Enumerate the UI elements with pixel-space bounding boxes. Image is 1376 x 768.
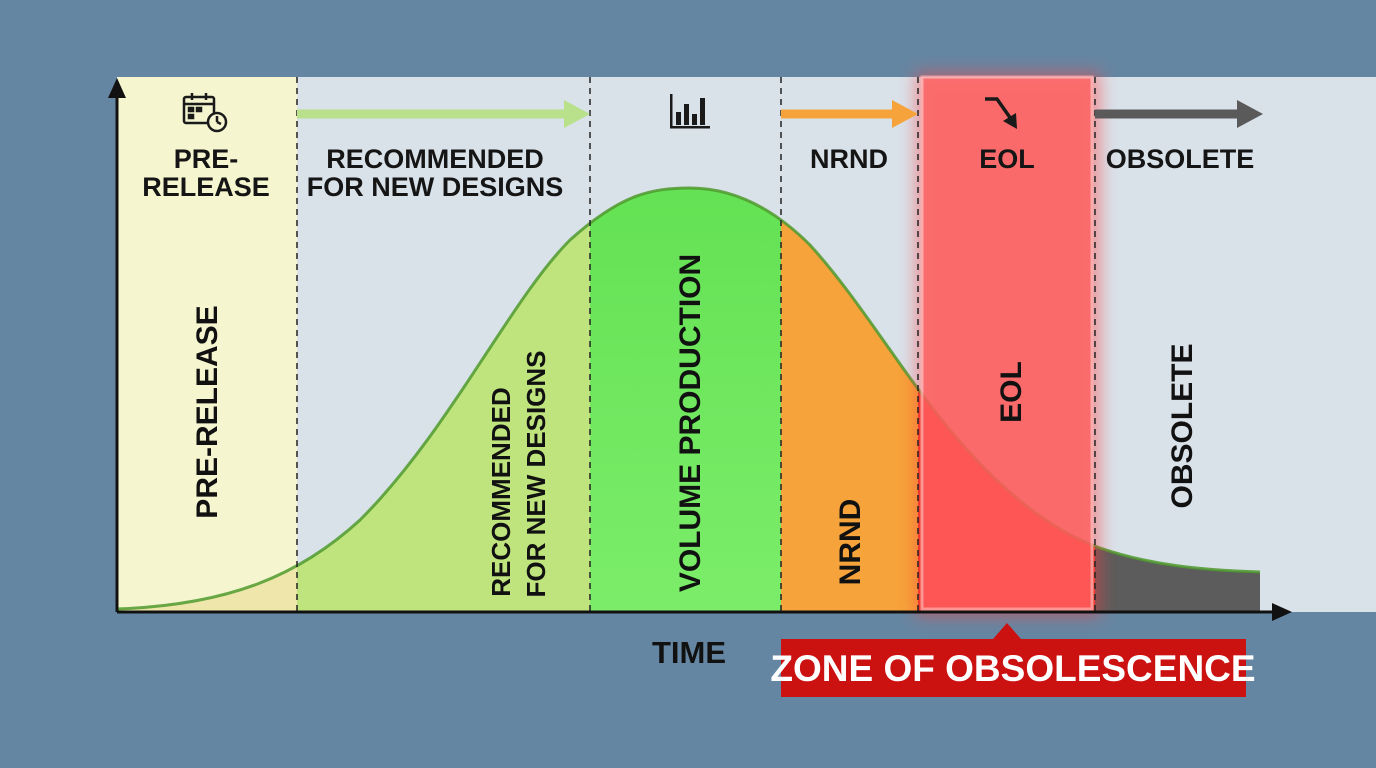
y-axis-arrow (108, 78, 126, 98)
header-nrnd: NRND (810, 144, 888, 174)
arrow-obsolete-head (1237, 100, 1263, 128)
x-axis-arrow (1272, 603, 1292, 621)
header-pre-release-line1: PRE- (174, 144, 239, 174)
x-axis-label: TIME (652, 635, 726, 670)
eol-highlight (920, 75, 1094, 611)
header-arrows (297, 100, 1263, 128)
bar-chart-icon (670, 94, 710, 129)
vertical-pre-release: PRE-RELEASE (191, 305, 224, 518)
header-eol: EOL (979, 144, 1035, 174)
trend-down-arrow-icon (985, 97, 1017, 129)
vertical-nrnd: NRND (834, 499, 867, 586)
vertical-recommended-line1: RECOMMENDED (486, 387, 516, 596)
header-recommended-line1: RECOMMENDED (326, 144, 544, 174)
fill-volume (590, 188, 781, 612)
header-obsolete: OBSOLETE (1106, 144, 1255, 174)
callout-label: ZONE OF OBSOLESCENCE (770, 648, 1255, 689)
stage-dividers (296, 77, 1096, 612)
vertical-eol: EOL (995, 361, 1028, 423)
arrow-nrnd-head (892, 100, 918, 128)
header-recommended-line2: FOR NEW DESIGNS (307, 172, 564, 202)
zone-of-obsolescence-callout: ZONE OF OBSOLESCENCE (770, 623, 1256, 697)
vertical-recommended-line2: FOR NEW DESIGNS (521, 350, 551, 597)
calendar-clock-icon (182, 93, 228, 133)
header-pre-release-line2: RELEASE (142, 172, 270, 202)
vertical-obsolete: OBSOLETE (1166, 343, 1199, 508)
arrow-recommended-head (564, 100, 590, 128)
callout-pointer (993, 623, 1021, 639)
callout-box (781, 639, 1246, 697)
vertical-volume-production: VOLUME PRODUCTION (674, 254, 707, 592)
pre-release-band (117, 77, 297, 612)
